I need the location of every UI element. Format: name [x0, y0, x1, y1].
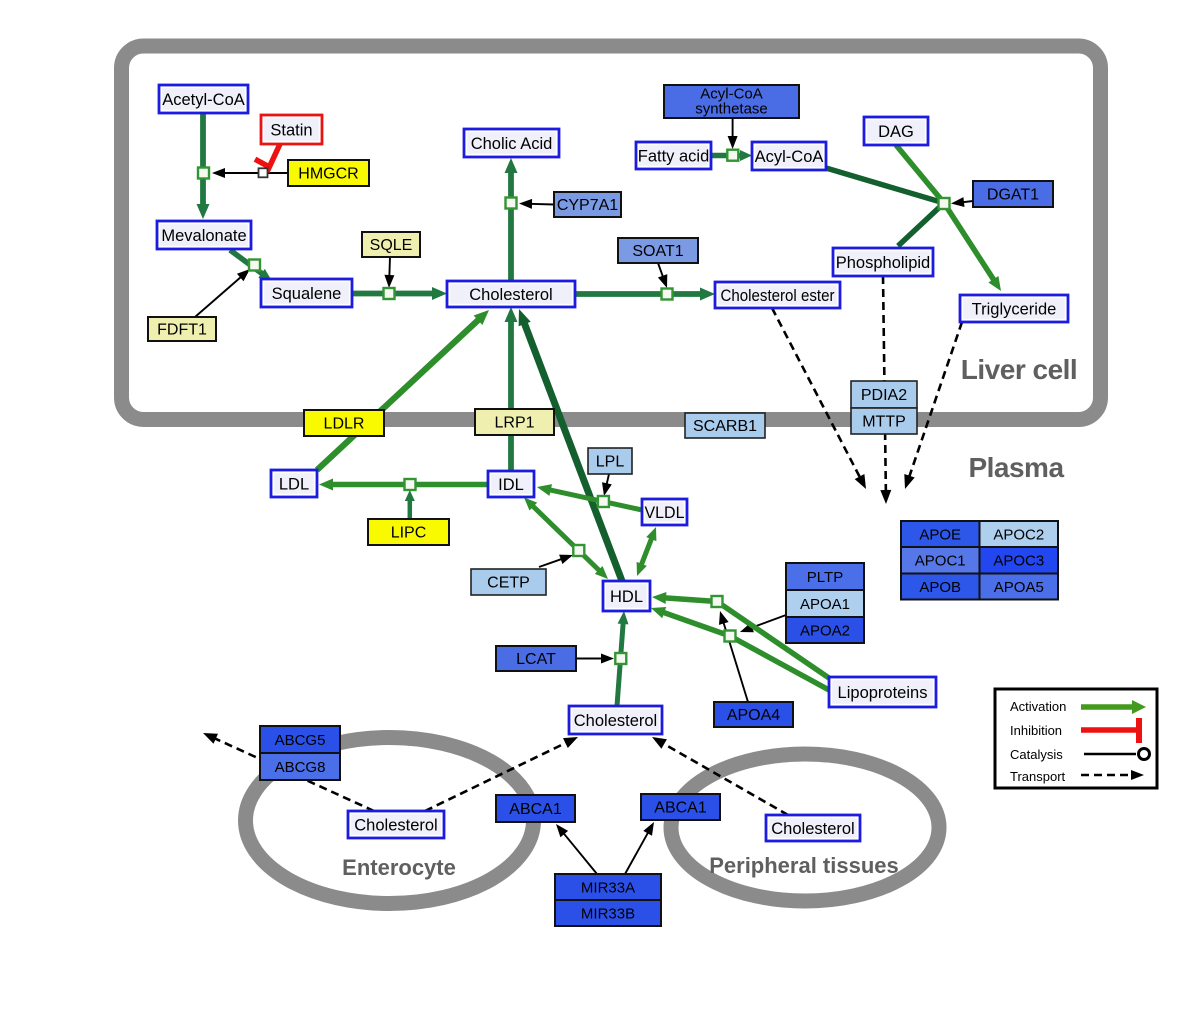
svg-text:Statin: Statin [270, 121, 312, 139]
svg-text:Transport: Transport [1010, 769, 1066, 784]
svg-text:ABCG8: ABCG8 [275, 759, 326, 776]
svg-text:IDL: IDL [498, 476, 524, 494]
svg-text:APOC3: APOC3 [993, 553, 1044, 570]
svg-text:CYP7A1: CYP7A1 [557, 197, 618, 214]
svg-text:APOA2: APOA2 [800, 622, 850, 639]
svg-text:Fatty acid: Fatty acid [638, 147, 710, 165]
svg-text:Cholesterol: Cholesterol [354, 816, 437, 834]
svg-text:APOA1: APOA1 [800, 596, 850, 613]
svg-text:VLDL: VLDL [645, 504, 685, 522]
svg-text:APOA5: APOA5 [994, 579, 1044, 596]
svg-text:APOB: APOB [919, 579, 961, 596]
svg-text:Inhibition: Inhibition [1010, 723, 1062, 738]
svg-text:APOC2: APOC2 [993, 526, 1044, 543]
svg-text:LRP1: LRP1 [494, 415, 534, 432]
svg-text:APOE: APOE [919, 526, 961, 543]
svg-text:synthetase: synthetase [695, 101, 768, 118]
svg-text:Mevalonate: Mevalonate [161, 227, 246, 245]
svg-text:Cholesterol ester: Cholesterol ester [721, 287, 835, 305]
svg-text:Cholic Acid: Cholic Acid [471, 135, 553, 153]
svg-text:CETP: CETP [487, 575, 530, 592]
svg-text:Cholesterol: Cholesterol [469, 286, 552, 304]
svg-text:Lipoproteins: Lipoproteins [838, 684, 928, 702]
svg-text:MTTP: MTTP [862, 414, 906, 431]
svg-text:Acetyl-CoA: Acetyl-CoA [162, 91, 245, 109]
svg-text:Phospholipid: Phospholipid [836, 254, 931, 272]
svg-text:LIPC: LIPC [391, 525, 427, 542]
svg-text:Activation: Activation [1010, 699, 1066, 714]
svg-text:Triglyceride: Triglyceride [972, 300, 1057, 318]
svg-text:ABCA1: ABCA1 [654, 800, 707, 817]
svg-text:Cholesterol: Cholesterol [574, 712, 657, 730]
svg-text:SCARB1: SCARB1 [693, 418, 757, 435]
svg-text:APOA4: APOA4 [727, 707, 780, 724]
svg-text:DGAT1: DGAT1 [987, 187, 1039, 204]
svg-text:MIR33A: MIR33A [581, 879, 635, 896]
svg-text:DAG: DAG [878, 123, 914, 141]
svg-text:Catalysis: Catalysis [1010, 747, 1063, 762]
svg-text:ABCA1: ABCA1 [509, 801, 562, 818]
svg-text:LCAT: LCAT [516, 651, 556, 668]
svg-text:FDFT1: FDFT1 [157, 322, 207, 339]
svg-text:LPL: LPL [596, 454, 625, 471]
svg-text:SOAT1: SOAT1 [632, 243, 683, 260]
svg-text:Peripheral tissues: Peripheral tissues [709, 853, 899, 878]
svg-text:Squalene: Squalene [272, 285, 342, 303]
svg-text:LDL: LDL [279, 475, 309, 493]
svg-text:Acyl-CoA: Acyl-CoA [755, 148, 824, 166]
svg-text:SQLE: SQLE [370, 237, 413, 254]
svg-text:HDL: HDL [610, 588, 643, 606]
svg-text:Plasma: Plasma [968, 452, 1064, 483]
svg-text:HMGCR: HMGCR [298, 166, 358, 183]
svg-text:ABCG5: ABCG5 [275, 732, 326, 749]
svg-text:PDIA2: PDIA2 [861, 387, 907, 404]
svg-text:Enterocyte: Enterocyte [342, 855, 456, 880]
svg-text:Cholesterol: Cholesterol [771, 820, 854, 838]
svg-text:PLTP: PLTP [807, 569, 843, 586]
svg-text:Acyl-CoA: Acyl-CoA [700, 86, 763, 103]
svg-text:APOC1: APOC1 [915, 553, 966, 570]
svg-text:LDLR: LDLR [324, 416, 365, 433]
svg-text:Liver cell: Liver cell [961, 354, 1077, 385]
svg-text:MIR33B: MIR33B [581, 905, 635, 922]
